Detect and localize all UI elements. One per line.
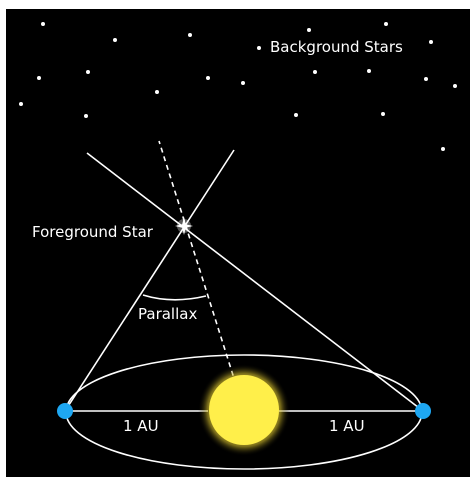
star	[453, 84, 457, 88]
star	[367, 69, 371, 73]
star	[424, 77, 428, 81]
star	[381, 112, 385, 116]
star	[188, 33, 192, 37]
parallax-angle-arc	[142, 294, 207, 301]
star	[429, 40, 433, 44]
star	[206, 76, 210, 80]
sight-line-right	[86, 152, 424, 412]
au-label-right: 1 AU	[329, 417, 365, 435]
star	[441, 147, 445, 151]
sight-line-left	[64, 149, 235, 412]
star	[294, 113, 298, 117]
sight-lines	[64, 140, 424, 412]
earth-right	[415, 403, 431, 419]
star	[313, 70, 317, 74]
star	[19, 102, 23, 106]
background-stars-label: Background Stars	[270, 38, 403, 56]
star	[84, 114, 88, 118]
foreground-star-label: Foreground Star	[32, 223, 154, 241]
background-stars	[19, 22, 457, 151]
star	[257, 46, 261, 50]
sun	[198, 364, 290, 456]
sight-line-sun	[158, 140, 245, 411]
star	[41, 22, 45, 26]
foreground-star	[175, 217, 193, 235]
star	[86, 70, 90, 74]
star	[241, 81, 245, 85]
star	[113, 38, 117, 42]
parallax-label: Parallax	[138, 305, 197, 323]
star	[384, 22, 388, 26]
star	[307, 28, 311, 32]
sun-core	[209, 375, 279, 445]
star	[155, 90, 159, 94]
au-label-left: 1 AU	[123, 417, 159, 435]
star	[37, 76, 41, 80]
foreground-star-shape	[175, 217, 193, 235]
earth-left	[57, 403, 73, 419]
